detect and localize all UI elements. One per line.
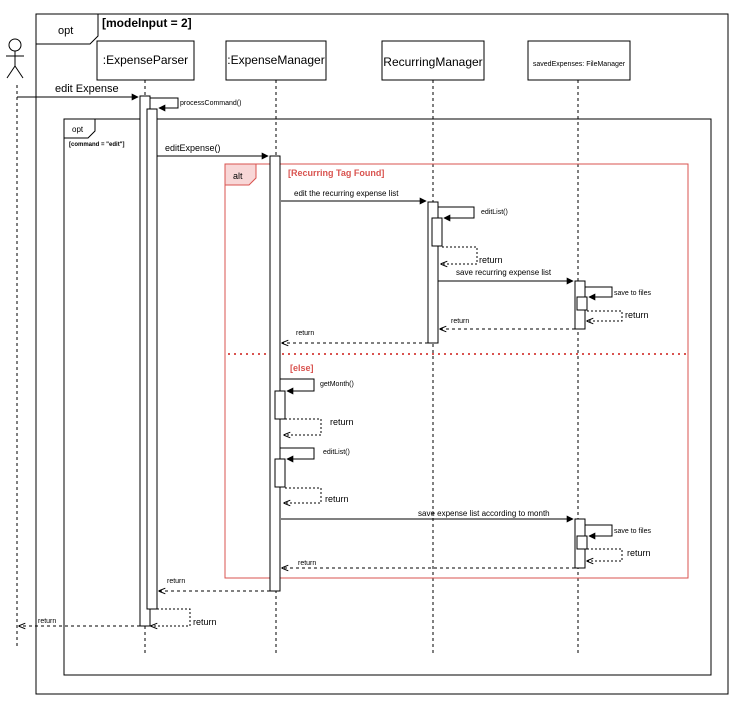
inner-frame-guard: [command = "edit"] xyxy=(69,142,125,148)
label-return-actor: return xyxy=(38,618,56,625)
msg-return-fs2 xyxy=(587,548,623,561)
inner-opt-frame: opt [command = "edit"] xyxy=(63,118,712,676)
label-edit-list-manager: editList() xyxy=(323,449,350,456)
label-edit-list-recurring: editList() xyxy=(481,209,508,216)
label-edit-expense: edit Expense xyxy=(55,83,119,95)
activation-bars xyxy=(139,95,588,627)
lifelines xyxy=(16,80,579,654)
label-return-fs3: return xyxy=(298,560,316,567)
activation-manager-editlist xyxy=(274,458,286,488)
label-return-p1: return xyxy=(193,617,217,627)
msg-return-fs1 xyxy=(587,310,623,321)
activation-saved-2-self xyxy=(576,535,588,550)
inner-frame-label: opt xyxy=(72,125,84,134)
activation-saved-1-self xyxy=(576,296,588,311)
msg-return-get-month xyxy=(284,418,322,435)
participant-parser-label: :ExpenseParser xyxy=(103,53,188,67)
activation-manager xyxy=(269,155,281,592)
label-get-month: getMonth() xyxy=(320,381,354,388)
label-return-m1: return xyxy=(296,330,314,337)
alt-frame-label: alt xyxy=(233,171,243,181)
msg-return-parser-self xyxy=(151,608,191,626)
label-save-to-files-1: save to files xyxy=(614,290,651,297)
label-return-fs1: return xyxy=(625,310,649,320)
label-return-r1: return xyxy=(479,255,503,265)
label-save-recurring: save recurring expense list xyxy=(456,268,552,277)
label-edit-recurring: edit the recurring expense list xyxy=(294,189,399,198)
label-edit-expense-call: editExpense() xyxy=(165,143,221,153)
outer-opt-frame: opt [modelnput = 2] xyxy=(35,13,729,695)
label-return-m2: return xyxy=(167,578,185,585)
label-return-r2: return xyxy=(451,318,469,325)
activation-recurring xyxy=(427,201,439,344)
outer-frame-label: opt xyxy=(58,25,73,37)
participant-recurring-label: RecurringManager xyxy=(383,55,482,69)
alt-guard-if: [Recurring Tag Found] xyxy=(288,168,384,178)
msg-save-to-files-1 xyxy=(585,286,613,301)
participant-parser: :ExpenseParser xyxy=(96,40,195,81)
msg-return-recurring-self xyxy=(441,246,478,264)
alt-guard-else: [else] xyxy=(290,363,314,373)
msg-return-edit-list xyxy=(284,487,322,503)
actor-head xyxy=(8,38,22,52)
msg-edit-list-manager xyxy=(280,447,315,463)
alt-frame: alt [Recurring Tag Found] [else] xyxy=(224,163,689,579)
message-labels: edit Expense processCommand() editExpens… xyxy=(38,83,651,627)
label-save-to-files-2: save to files xyxy=(614,528,651,535)
msg-process-command xyxy=(150,97,179,112)
label-return-gm: return xyxy=(330,417,354,427)
participant-saved-label: savedExpenses: FileManager xyxy=(533,61,626,68)
activation-manager-getmonth xyxy=(274,390,286,420)
actor-user xyxy=(6,38,24,79)
msg-edit-list-recurring xyxy=(438,206,475,222)
msg-save-to-files-2 xyxy=(585,524,613,540)
messages xyxy=(17,93,623,626)
participant-recurring: RecurringManager xyxy=(381,40,485,81)
label-return-fs2: return xyxy=(627,548,651,558)
msg-get-month xyxy=(280,378,315,395)
participant-saved: savedExpenses: FileManager xyxy=(527,40,631,81)
participant-manager-label: :ExpenseManager xyxy=(227,53,324,67)
activation-parser-inner xyxy=(146,108,158,610)
label-save-by-month: save expense list according to month xyxy=(418,509,550,518)
activation-recurring-self xyxy=(431,217,443,247)
label-return-el: return xyxy=(325,494,349,504)
participant-manager: :ExpenseManager xyxy=(225,40,327,81)
label-process-command: processCommand() xyxy=(180,100,241,107)
outer-frame-guard: [modelnput = 2] xyxy=(102,16,192,30)
